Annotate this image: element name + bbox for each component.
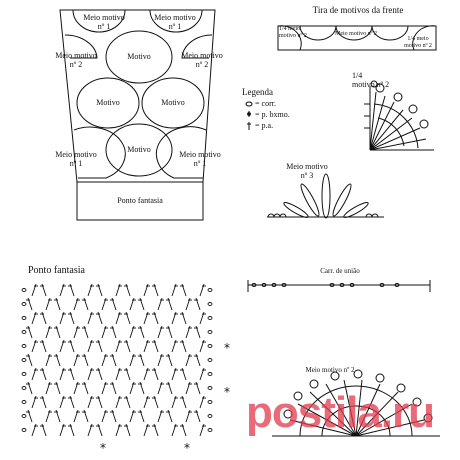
chain-mark [207, 344, 213, 348]
strip-quarter-right-label: 1/4 meio motivo nº 2 [404, 36, 432, 49]
chain-mark [207, 414, 213, 418]
chain-mark [207, 400, 213, 404]
stitch-chart-title: Ponto fantasia [28, 265, 85, 276]
half-motif-top-left [72, 9, 126, 33]
chain-mark [207, 358, 213, 362]
chain-mark [21, 288, 27, 292]
row-marker: * [100, 441, 106, 455]
legend-item-chain: = corr. [255, 99, 276, 108]
half-motif-left-1 [73, 126, 126, 179]
motif-bottom-label: Motivo [127, 145, 151, 154]
chain-mark [207, 386, 213, 390]
chain-mark [21, 344, 27, 348]
chain-mark [207, 302, 213, 306]
row-marker: * [184, 441, 190, 455]
chain-mark [21, 400, 27, 404]
strip-frame [277, 25, 437, 51]
strip-title: Tira de motivos da frente [312, 5, 404, 15]
chain-mark [207, 372, 213, 376]
legend-title: Legenda [242, 87, 273, 97]
join-chain-chart [247, 280, 431, 292]
row-marker: * [224, 341, 230, 355]
chain-mark [21, 428, 27, 432]
chain-mark [207, 288, 213, 292]
half-motif-right-1 [155, 126, 207, 179]
half-motif-3-chart [267, 173, 384, 219]
quarter-motif-chart [364, 80, 434, 151]
fancy-stitch-band-label: Ponto fantasia [117, 196, 163, 205]
half-motif-2-chart [272, 369, 440, 437]
motif-mid-left [76, 77, 140, 129]
fancy-stitch-band [76, 181, 204, 221]
chain-mark [21, 330, 27, 334]
chain-mark [207, 330, 213, 334]
motif-bottom [105, 123, 173, 177]
chain-mark [21, 316, 27, 320]
chain-mark [21, 358, 27, 362]
half-motif-right-2 [181, 34, 213, 59]
motif-top [105, 30, 173, 84]
legend-symbols [245, 101, 253, 130]
join-chain-label: Carr. de união [320, 267, 360, 275]
half-motif-top-right [149, 9, 203, 33]
chain-mark [21, 386, 27, 390]
row-marker: * [224, 385, 230, 399]
motif-mid-left-label: Motivo [96, 98, 120, 107]
half-motif-2-label: Meio motivo nº 2 [305, 366, 355, 374]
motif-mid-right-label: Motivo [161, 98, 185, 107]
motif-top-label: Motivo [127, 52, 151, 61]
stitch-chart-grid [21, 283, 213, 437]
chain-mark [21, 302, 27, 306]
strip-quarter-left-label: 1/4 meio motivo nº 2 [279, 26, 307, 39]
watermark: postila.ru [246, 388, 435, 437]
legend-item-double-crochet: = p.a. [255, 121, 274, 130]
strip-half-label: Meio motivo nº 2 [334, 31, 378, 37]
chain-mark [207, 428, 213, 432]
half-motif-left-2 [64, 34, 98, 59]
chain-mark [207, 316, 213, 320]
chain-mark [21, 414, 27, 418]
legend-item-single-crochet: = p. bxmo. [255, 110, 290, 119]
motif-mid-right [141, 77, 205, 129]
chain-mark [21, 372, 27, 376]
stitch-chart-row-marks: * * * * [100, 341, 230, 455]
